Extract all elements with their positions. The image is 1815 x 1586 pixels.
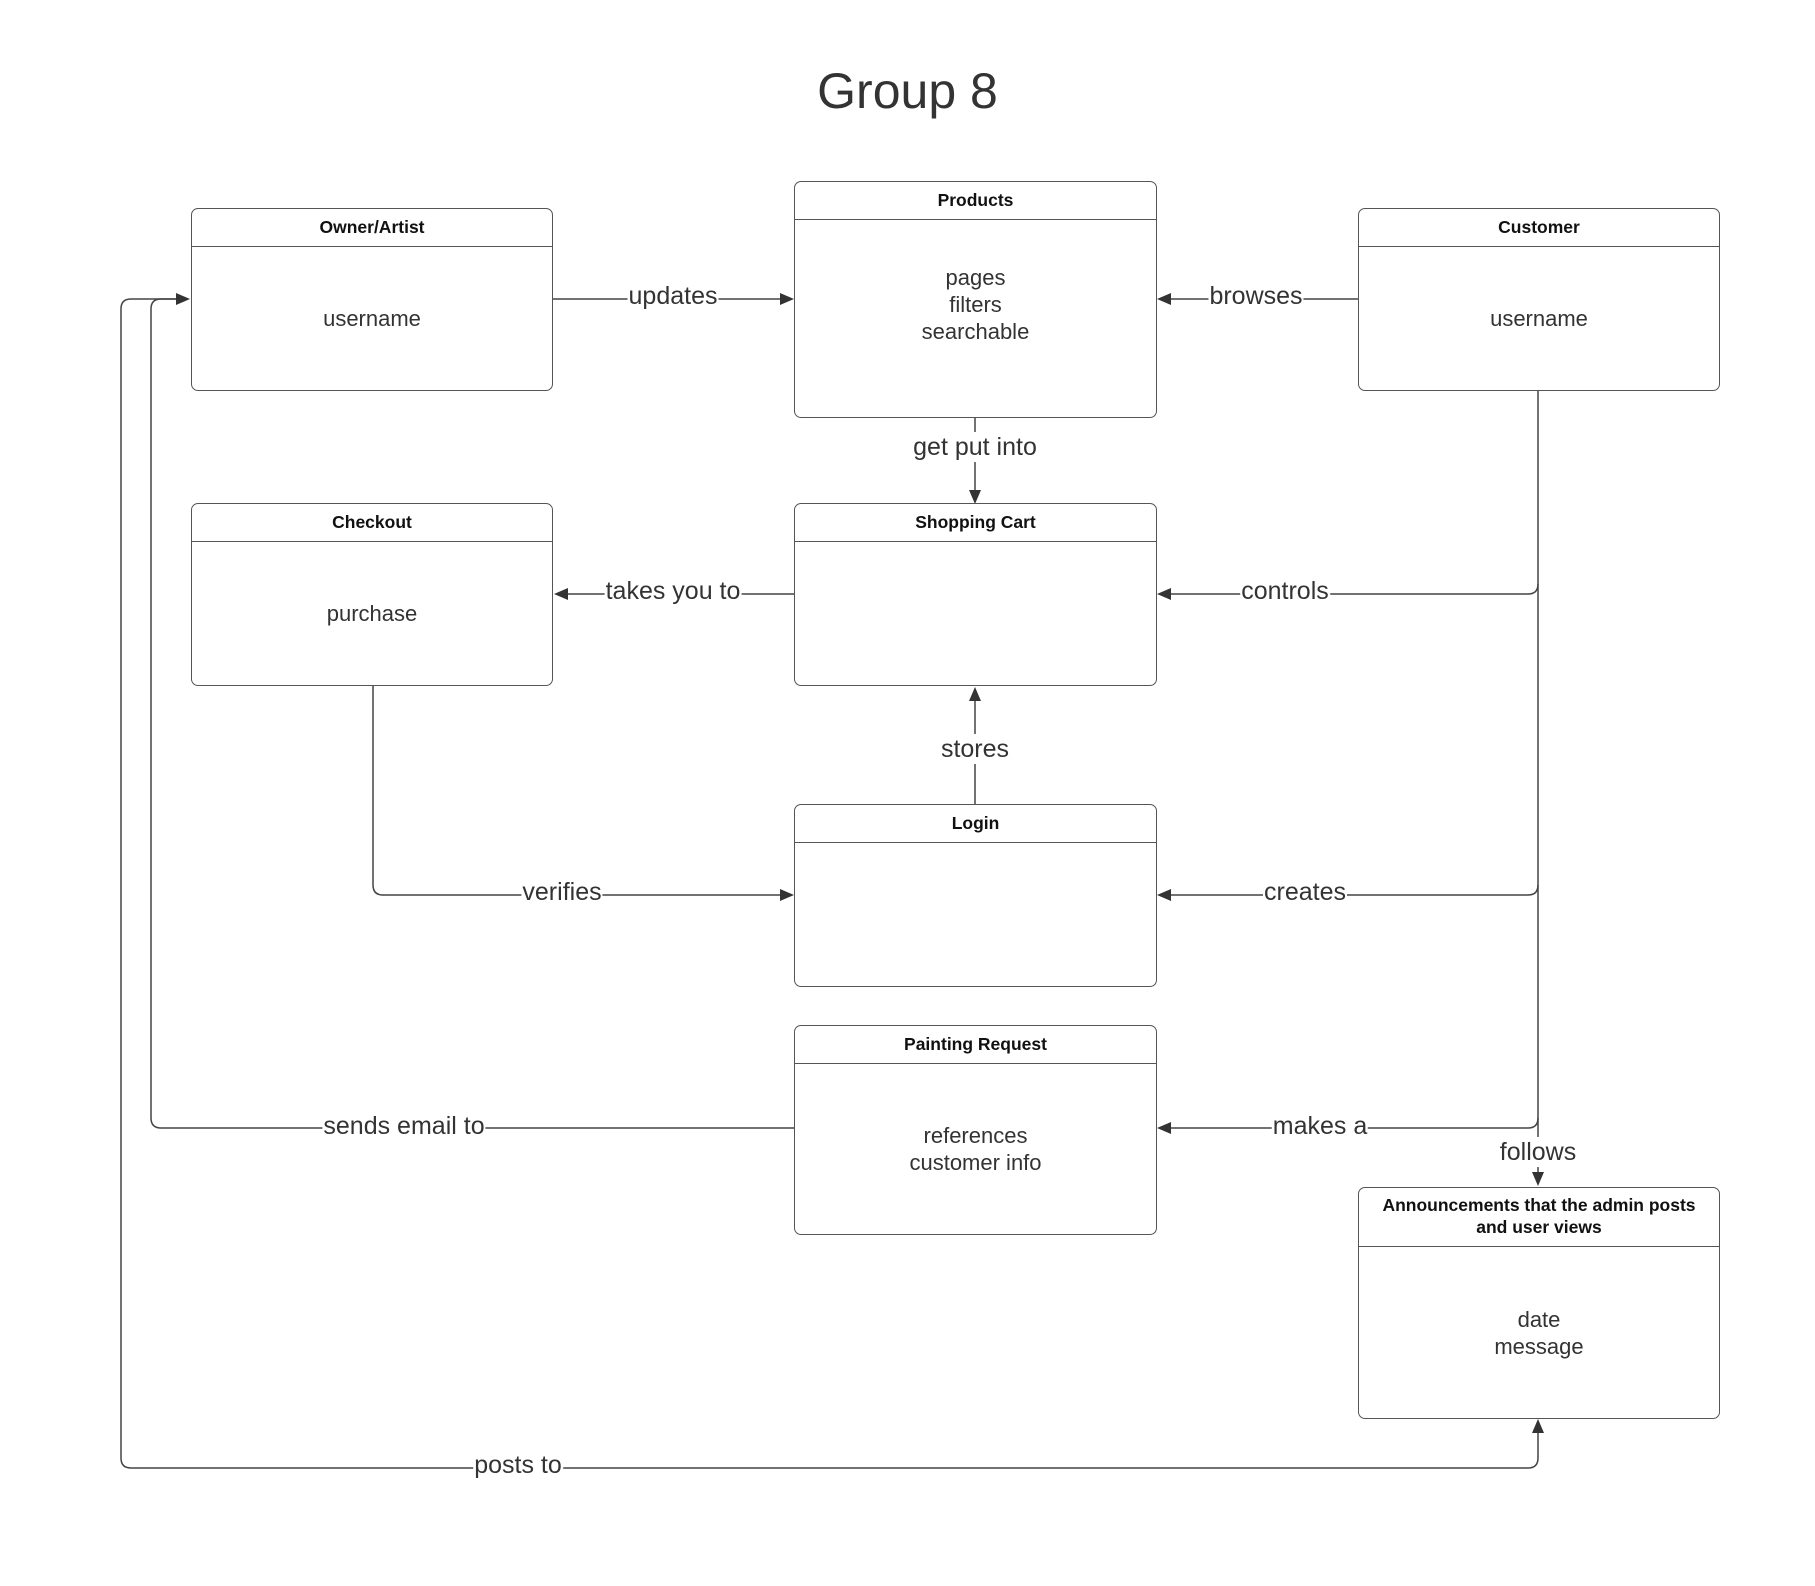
arrowhead-follows <box>1532 1172 1544 1186</box>
edge-sends-email-to <box>150 298 794 1129</box>
edge-verifies <box>372 686 784 896</box>
label-makes-a: makes a <box>1271 1111 1369 1141</box>
entity-painting-request[interactable]: Painting Request references customer inf… <box>794 1025 1157 1235</box>
entity-attributes: purchase <box>192 542 552 685</box>
label-browses: browses <box>1208 281 1304 311</box>
entity-products[interactable]: Products pages filters searchable <box>794 181 1157 418</box>
entity-title: Painting Request <box>795 1026 1156 1064</box>
edge-creates <box>1167 884 1539 896</box>
entity-login[interactable]: Login <box>794 804 1157 987</box>
attribute: date <box>1517 1306 1561 1332</box>
entity-title: Customer <box>1359 209 1719 247</box>
entity-attributes: references customer info <box>795 1064 1156 1234</box>
label-takes-you-to: takes you to <box>604 576 742 606</box>
entity-title: Checkout <box>192 504 552 542</box>
arrowhead-browses <box>1157 293 1171 305</box>
label-creates: creates <box>1263 877 1347 907</box>
entity-title: Announcements that the admin posts and u… <box>1359 1188 1719 1247</box>
arrowhead-creates <box>1157 889 1171 901</box>
attribute: filters <box>949 292 1002 317</box>
attribute: message <box>1494 1333 1584 1359</box>
arrowhead-posts-to <box>1532 1419 1544 1433</box>
entity-title: Products <box>795 182 1156 220</box>
entity-owner-artist[interactable]: Owner/Artist username <box>191 208 553 391</box>
arrowhead-verifies <box>780 889 794 901</box>
edge-makes-a <box>1167 1117 1539 1129</box>
entity-attributes <box>795 542 1156 685</box>
arrowhead-takes-you-to <box>554 588 568 600</box>
attribute: pages <box>945 265 1006 290</box>
arrowhead-makes-a <box>1157 1122 1171 1134</box>
arrowhead-stores <box>969 687 981 701</box>
arrowhead-updates <box>780 293 794 305</box>
entity-title: Login <box>795 805 1156 843</box>
entity-customer[interactable]: Customer username <box>1358 208 1720 391</box>
label-controls: controls <box>1240 576 1330 606</box>
entity-attributes: pages filters searchable <box>795 220 1156 417</box>
entity-title: Shopping Cart <box>795 504 1156 542</box>
entity-attributes: username <box>1359 247 1719 390</box>
label-sends-email-to: sends email to <box>322 1111 486 1141</box>
entity-checkout[interactable]: Checkout purchase <box>191 503 553 686</box>
arrowhead-controls <box>1157 588 1171 600</box>
label-follows: follows <box>1498 1137 1578 1167</box>
label-get-put-into: get put into <box>912 432 1038 462</box>
label-verifies: verifies <box>521 877 603 907</box>
entity-shopping-cart[interactable]: Shopping Cart <box>794 503 1157 686</box>
attribute: searchable <box>921 319 1030 344</box>
label-posts-to: posts to <box>473 1450 563 1480</box>
attribute: username <box>1490 306 1588 331</box>
attribute: purchase <box>326 601 418 626</box>
attribute: customer info <box>909 1150 1042 1175</box>
attribute: references <box>923 1123 1028 1148</box>
arrowhead-get-put-into <box>969 490 981 504</box>
entity-announcements[interactable]: Announcements that the admin posts and u… <box>1358 1187 1720 1419</box>
entity-title: Owner/Artist <box>192 209 552 247</box>
arrowhead-owner-in <box>176 293 190 305</box>
entity-attributes: username <box>192 247 552 390</box>
entity-attributes <box>795 843 1156 986</box>
label-updates: updates <box>627 281 719 311</box>
edge-controls <box>1167 583 1539 595</box>
attribute: username <box>323 306 421 331</box>
diagram-title: Group 8 <box>817 63 998 119</box>
edge-posts-to <box>120 298 1539 1469</box>
label-stores: stores <box>939 734 1011 764</box>
entity-attributes: date message <box>1359 1247 1719 1418</box>
